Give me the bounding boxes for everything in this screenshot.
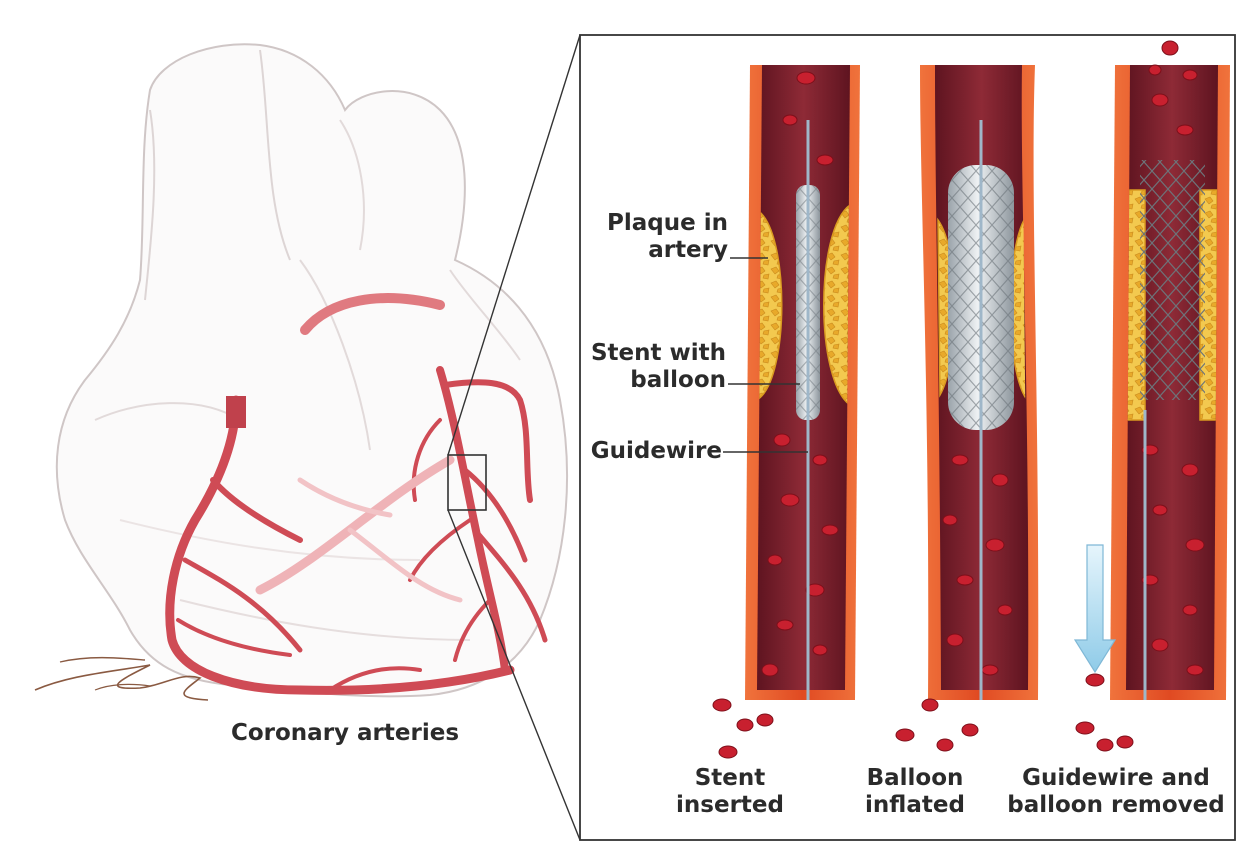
step-2-label: Balloon inflated (840, 765, 990, 819)
step-3-line1: Guidewire and (1000, 765, 1232, 792)
heart-caption: Coronary arteries (210, 720, 480, 747)
callout-plaque-line2: artery (560, 237, 728, 264)
heart-illustration (57, 44, 567, 696)
step-2-line1: Balloon (840, 765, 990, 792)
step-1-line2: inserted (655, 792, 805, 819)
callout-stent-line2: balloon (560, 367, 726, 394)
callout-stent-line1: Stent with (560, 340, 726, 367)
step-3-label: Guidewire and balloon removed (1000, 765, 1232, 819)
step-3-line2: balloon removed (1000, 792, 1232, 819)
step-2-line2: inflated (840, 792, 990, 819)
callout-guidewire: Guidewire (560, 438, 722, 465)
heart-caption-text: Coronary arteries (210, 720, 480, 747)
callout-plaque: Plaque in artery (560, 210, 728, 264)
callout-guidewire-line1: Guidewire (560, 438, 722, 465)
step-1-label: Stent inserted (655, 765, 805, 819)
callout-stent: Stent with balloon (560, 340, 726, 394)
callout-plaque-line1: Plaque in (560, 210, 728, 237)
step-1-line1: Stent (655, 765, 805, 792)
